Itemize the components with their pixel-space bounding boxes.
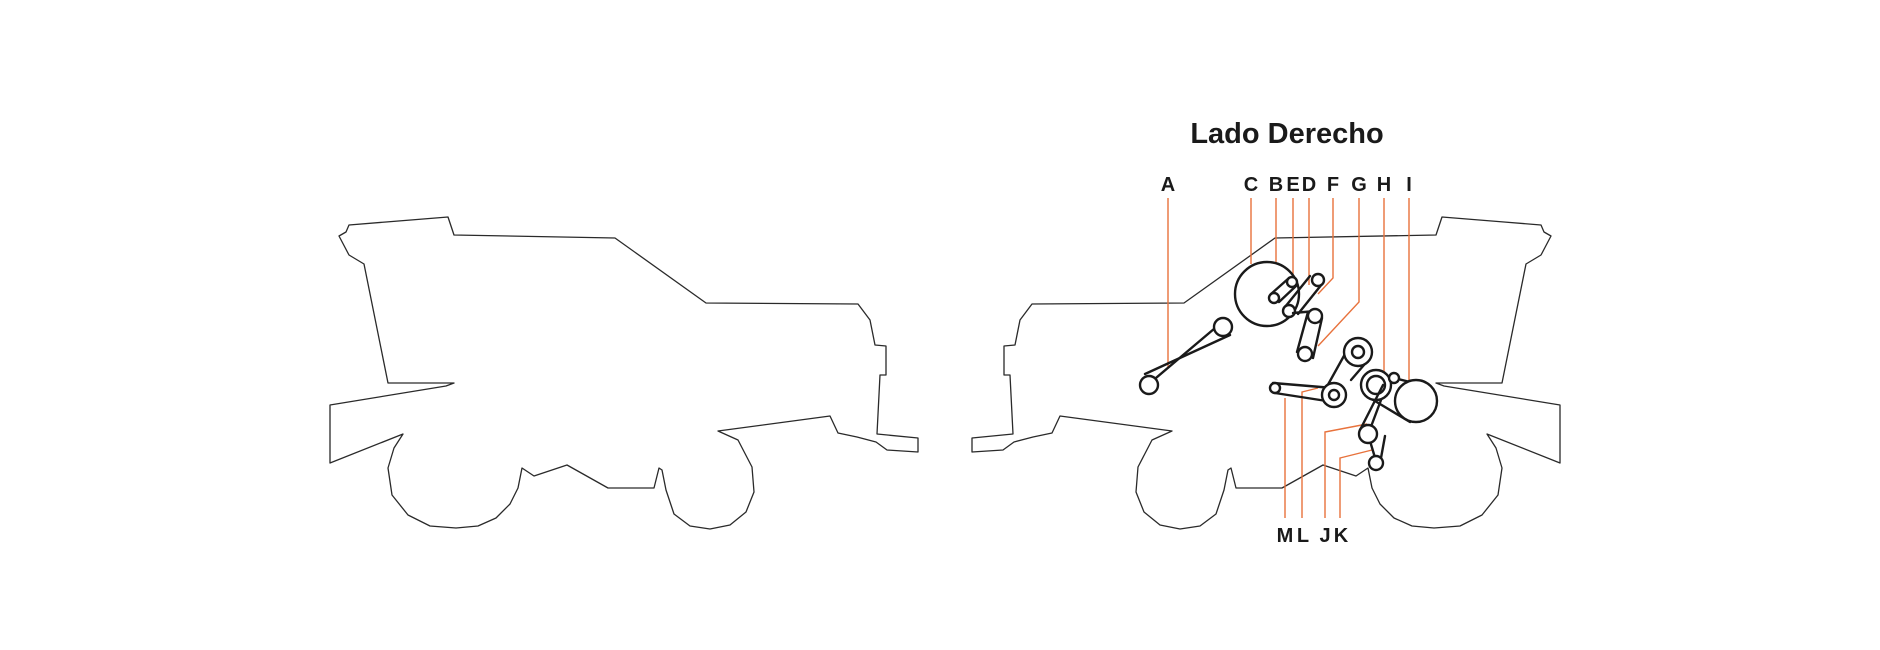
callout-a: A: [1161, 174, 1175, 196]
belt-a: [1138, 316, 1234, 396]
belt-b-e-d: [1267, 272, 1326, 319]
leader-line-l: [1301, 387, 1319, 518]
callout-g: G: [1351, 174, 1367, 196]
leader-line-f: [1317, 198, 1334, 295]
top-callouts: A C B E D F G H I: [1161, 174, 1412, 196]
leader-line-k: [1339, 449, 1373, 518]
callout-b: B: [1269, 174, 1283, 196]
callout-f: F: [1327, 174, 1339, 196]
belt-drive-system: [1138, 260, 1439, 472]
leader-line-j: [1324, 423, 1368, 518]
leader-lines: [1167, 198, 1410, 518]
callout-m: M: [1277, 525, 1294, 547]
diagram-title: Lado Derecho: [1190, 118, 1383, 150]
left-combine-outline: [329, 216, 919, 530]
callout-k: K: [1334, 525, 1349, 547]
callout-l: L: [1297, 525, 1309, 547]
belt-j-k: [1357, 383, 1387, 472]
callout-e: E: [1286, 174, 1299, 196]
callout-i: I: [1406, 174, 1412, 196]
callout-c: C: [1244, 174, 1258, 196]
belt-m-l: [1268, 381, 1348, 409]
callout-h: H: [1377, 174, 1391, 196]
bottom-callouts: M L J K: [1277, 525, 1349, 547]
belt-f: [1291, 307, 1324, 363]
callout-d: D: [1302, 174, 1316, 196]
belt-g-h-i: [1323, 336, 1439, 424]
right-combine-outline: [971, 216, 1561, 530]
callout-j: J: [1319, 525, 1330, 547]
leader-line-g: [1317, 198, 1360, 347]
